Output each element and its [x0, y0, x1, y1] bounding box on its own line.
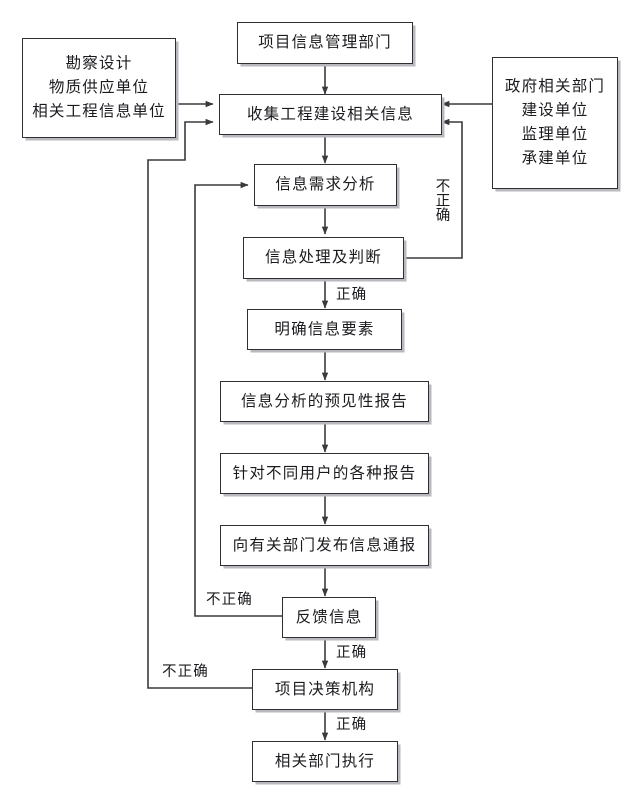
node-line: 承建单位	[521, 148, 589, 167]
node-line: 相关部门执行	[274, 751, 376, 770]
edge-label-correct-process: 正确	[336, 287, 368, 303]
node-relevant-departments-execute[interactable]: 相关部门执行	[252, 741, 398, 782]
node-line: 项目信息管理部门	[258, 33, 392, 52]
node-line: 相关工程信息单位	[32, 101, 166, 120]
node-line: 勘察设计	[65, 54, 133, 73]
edge-label-correct-decision: 正确	[336, 717, 368, 733]
node-line: 建设单位	[521, 101, 589, 120]
edge-label-correct-feedback: 正确	[336, 645, 368, 661]
node-project-decision-making-body[interactable]: 项目决策机构	[252, 669, 398, 710]
node-line: 物质供应单位	[48, 78, 150, 97]
node-reports-for-different-users[interactable]: 针对不同用户的各种报告	[220, 453, 429, 494]
node-line: 信息处理及判断	[265, 248, 382, 267]
edge-process-incorrect-to-collect	[404, 118, 463, 259]
edge-label-incorrect-decision: 不正确	[162, 664, 209, 680]
node-government-and-construction-units[interactable]: 政府相关部门 建设单位 监理单位 承建单位	[492, 57, 618, 189]
node-line: 明确信息要素	[274, 319, 375, 338]
node-information-processing-and-judgement[interactable]: 信息处理及判断	[243, 237, 404, 279]
node-line: 监理单位	[521, 125, 589, 143]
node-project-info-management-department[interactable]: 项目信息管理部门	[237, 22, 413, 64]
node-line: 项目决策机构	[274, 679, 376, 698]
node-feedback-information[interactable]: 反馈信息	[282, 597, 376, 638]
node-line: 信息分析的预见性报告	[240, 391, 408, 410]
node-line: 信息需求分析	[275, 175, 376, 194]
node-line: 收集工程建设相关信息	[246, 104, 414, 123]
node-line: 向有关部门发布信息通报	[232, 535, 417, 554]
node-clarify-information-elements[interactable]: 明确信息要素	[247, 309, 402, 350]
node-collect-construction-information[interactable]: 收集工程建设相关信息	[219, 94, 442, 135]
edge-label-incorrect-process: 不正确	[433, 178, 450, 222]
node-line: 反馈信息	[295, 607, 363, 626]
node-line: 政府相关部门	[504, 77, 606, 96]
node-survey-design-and-supply-units[interactable]: 勘察设计 物质供应单位 相关工程信息单位	[22, 38, 176, 138]
node-predictive-analysis-report[interactable]: 信息分析的预见性报告	[220, 381, 429, 422]
node-line: 针对不同用户的各种报告	[232, 463, 417, 482]
node-information-demand-analysis[interactable]: 信息需求分析	[254, 164, 397, 206]
node-publish-information-bulletin[interactable]: 向有关部门发布信息通报	[220, 525, 429, 566]
edge-label-incorrect-feedback: 不正确	[206, 592, 253, 608]
